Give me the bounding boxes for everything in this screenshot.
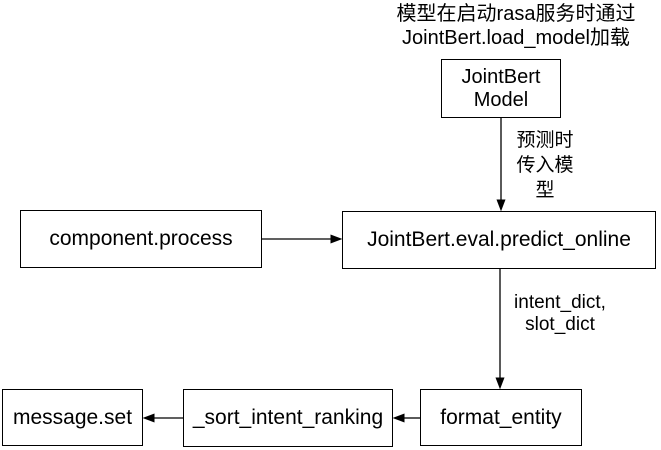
node-jointbert-model: JointBert Model <box>441 59 561 118</box>
arrow-component-to-predict <box>262 234 343 244</box>
top-note: 模型在启动rasa服务时通过 JointBert.load_model加载 <box>396 3 636 49</box>
arrow-model-to-predict <box>496 118 506 212</box>
node-format-entity: format_entity <box>420 389 582 446</box>
edge-label-predict-to-format: intent_dict, slot_dict <box>514 292 606 335</box>
edge-label-model-to-predict: 预测时 传入模 型 <box>516 130 574 201</box>
arrow-sort-to-message <box>142 413 183 423</box>
arrow-predict-to-format <box>495 269 505 390</box>
node-message-set: message.set <box>2 389 143 446</box>
node-component-process: component.process <box>20 210 262 268</box>
node-predict-online: JointBert.eval.predict_online <box>342 211 656 269</box>
arrow-format-to-sort <box>392 413 420 423</box>
node-sort-intent-ranking: _sort_intent_ranking <box>183 389 393 447</box>
